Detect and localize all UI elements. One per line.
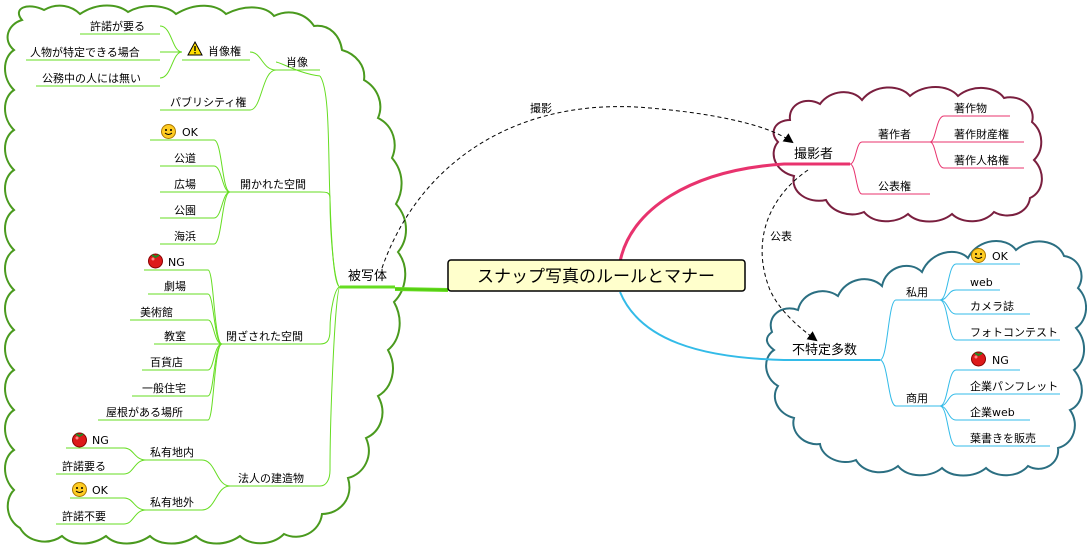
node-closed-ng[interactable]: NG [168,256,185,269]
node-publication-right[interactable]: 公表権 [878,179,911,193]
node-portrait-right[interactable]: 肖像権 [208,44,241,58]
relation-publish-label: 公表 [770,229,792,243]
node-subject[interactable]: 被写体 [348,269,387,284]
node-inside-ng[interactable]: NG [92,434,109,447]
node-roofed-place[interactable]: 屋根がある場所 [106,405,183,419]
node-theater[interactable]: 劇場 [164,279,186,293]
tomato-ng-icon [72,432,87,448]
node-open-space[interactable]: 開かれた空間 [240,177,306,191]
node-beach[interactable]: 海浜 [174,229,196,243]
smiley-ok-icon [72,482,87,497]
node-permission-required[interactable]: 許諾が要る [90,19,145,33]
node-outside-ok[interactable]: OK [92,484,109,497]
public-branch-line [619,291,880,361]
node-private-land-outside[interactable]: 私有地外 [150,495,194,509]
relation-shoot-label: 撮影 [530,101,552,115]
central-topic-box[interactable] [447,259,746,292]
public-cloud [765,239,1087,477]
node-house[interactable]: 一般住宅 [142,381,186,395]
node-copyrighted-work[interactable]: 著作物 [954,101,987,115]
node-moral-right[interactable]: 著作人格権 [954,153,1009,167]
node-photo-contest[interactable]: フォトコンテスト [970,326,1058,339]
tomato-ng-icon [971,351,986,367]
node-corporate-building[interactable]: 法人の建造物 [238,471,304,485]
left-branch-cloud [4,4,407,545]
warning-icon [187,40,203,56]
node-portrait[interactable]: 肖像 [286,55,308,69]
node-public-duty-person[interactable]: 公務中の人には無い [42,71,141,85]
node-road[interactable]: 公道 [174,151,196,165]
node-department-store[interactable]: 百貨店 [150,355,183,369]
relation-shoot-arrow [381,106,794,269]
node-web[interactable]: web [970,276,993,289]
central-topic-title: スナップ写真のルールとマナー [477,267,715,287]
node-private-ok[interactable]: OK [992,250,1009,263]
smiley-ok-icon [971,248,986,263]
node-private-land-inside[interactable]: 私有地内 [150,445,194,459]
photographer-branch-line [618,162,850,263]
photographer-cloud [772,86,1043,223]
node-park[interactable]: 公園 [174,204,196,217]
node-postcard-sales[interactable]: 葉書きを販売 [970,431,1036,445]
node-commercial-use[interactable]: 商用 [906,391,928,405]
node-private-use[interactable]: 私用 [906,286,928,299]
node-permission-not-needed[interactable]: 許諾不要 [62,509,106,523]
node-commercial-ng[interactable]: NG [992,354,1009,367]
node-author[interactable]: 著作者 [878,127,911,141]
node-photographer[interactable]: 撮影者 [794,146,833,162]
node-property-right[interactable]: 著作財産権 [954,127,1009,141]
node-plaza[interactable]: 広場 [174,178,196,191]
node-museum[interactable]: 美術館 [140,305,173,319]
node-corporate-pamphlet[interactable]: 企業パンフレット [970,379,1058,393]
node-classroom[interactable]: 教室 [164,329,186,343]
node-corporate-web[interactable]: 企業web [970,405,1015,419]
node-general-public[interactable]: 不特定多数 [792,342,857,358]
node-permission-needed[interactable]: 許諾要る [62,459,106,473]
tomato-ng-icon [148,253,163,269]
node-publicity-right[interactable]: パブリシティ権 [170,95,246,109]
node-open-ok[interactable]: OK [182,126,199,139]
node-camera-magazine[interactable]: カメラ誌 [970,299,1014,313]
node-closed-space[interactable]: 閉ざされた空間 [226,329,303,343]
smiley-ok-icon [161,124,176,139]
node-identifiable-person[interactable]: 人物が特定できる場合 [30,45,140,59]
